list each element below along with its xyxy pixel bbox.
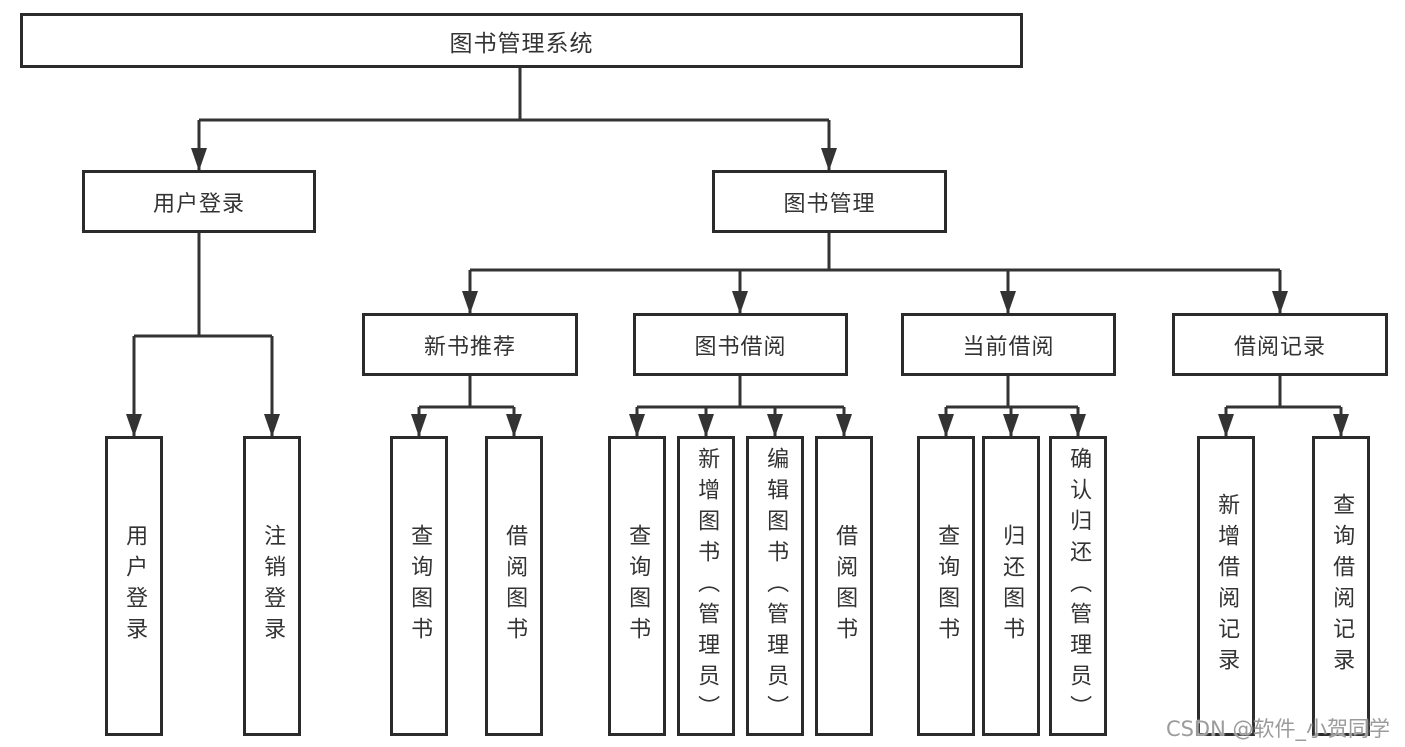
- arrowhead-icons: [126, 148, 1349, 437]
- node-new-book-recommend-label: 新书推荐: [423, 334, 516, 360]
- node-user-login: 用户登录: [82, 170, 316, 233]
- watermark: CSDN @软件_小贺同学: [1165, 717, 1390, 741]
- node-new-book-recommend: 新书推荐: [362, 313, 578, 376]
- leaf-borrow-edit-books-admin: 编辑图书（管理员）: [746, 436, 804, 736]
- leaf-newbook-query-books-label: 查询图书: [407, 524, 433, 648]
- leaf-user-login: 用户登录: [105, 436, 163, 736]
- leaf-borrow-borrow-books-label: 借阅图书: [832, 524, 858, 648]
- node-borrow-record-label: 借阅记录: [1233, 334, 1326, 360]
- leaf-record-add-borrow-record-label: 新增借阅记录: [1214, 493, 1240, 679]
- node-current-borrow-label: 当前借阅: [962, 334, 1055, 360]
- leaf-borrow-edit-books-admin-label: 编辑图书（管理员）: [763, 446, 789, 726]
- leaf-borrow-borrow-books: 借阅图书: [815, 436, 873, 736]
- leaf-current-confirm-return-admin-label: 确认归还（管理员）: [1066, 446, 1092, 726]
- node-book-management-label: 图书管理: [783, 191, 876, 217]
- leaf-current-return-books-label: 归还图书: [999, 524, 1025, 648]
- leaf-newbook-borrow-books-label: 借阅图书: [502, 524, 528, 648]
- node-current-borrow: 当前借阅: [901, 313, 1116, 376]
- leaf-current-return-books: 归还图书: [982, 436, 1040, 736]
- node-root: 图书管理系统: [20, 13, 1023, 68]
- node-user-login-label: 用户登录: [152, 191, 245, 217]
- node-root-label: 图书管理系统: [449, 30, 594, 57]
- leaf-user-login-label: 用户登录: [122, 524, 148, 648]
- leaf-logout: 注销登录: [243, 436, 301, 736]
- leaf-borrow-add-books-admin: 新增图书（管理员）: [677, 436, 735, 736]
- leaf-logout-label: 注销登录: [260, 524, 286, 648]
- leaf-record-add-borrow-record: 新增借阅记录: [1197, 436, 1255, 736]
- leaf-borrow-query-books-label: 查询图书: [625, 524, 651, 648]
- leaf-borrow-add-books-admin-label: 新增图书（管理员）: [694, 446, 720, 726]
- leaf-current-query-books-label: 查询图书: [934, 524, 960, 648]
- node-book-borrow-label: 图书借阅: [694, 334, 787, 360]
- leaf-record-query-borrow-record: 查询借阅记录: [1312, 436, 1370, 736]
- leaf-current-confirm-return-admin: 确认归还（管理员）: [1049, 436, 1107, 736]
- leaf-current-query-books: 查询图书: [917, 436, 975, 736]
- connector-lines: [132, 68, 1343, 437]
- leaf-borrow-query-books: 查询图书: [608, 436, 666, 736]
- node-book-borrow: 图书借阅: [633, 313, 848, 376]
- leaf-newbook-query-books: 查询图书: [390, 436, 448, 736]
- node-book-management: 图书管理: [712, 170, 947, 233]
- leaf-newbook-borrow-books: 借阅图书: [485, 436, 543, 736]
- leaf-record-query-borrow-record-label: 查询借阅记录: [1329, 493, 1355, 679]
- node-borrow-record: 借阅记录: [1172, 313, 1388, 376]
